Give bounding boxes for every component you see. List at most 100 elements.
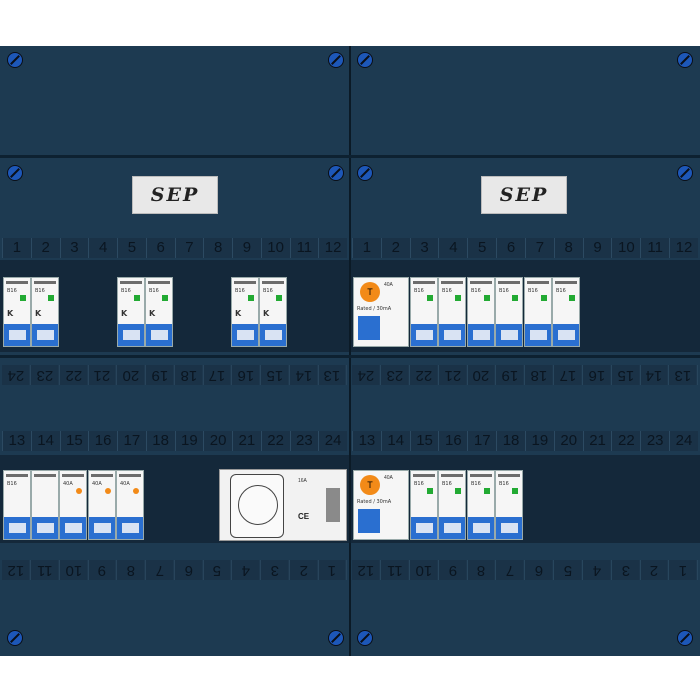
- slot-number: 3: [611, 560, 641, 580]
- slot-number: 17: [117, 431, 146, 451]
- slot-number: 22: [260, 431, 290, 451]
- slot-number: 17: [203, 365, 232, 385]
- circuit-breaker[interactable]: 40A: [116, 470, 144, 540]
- circuit-breaker[interactable]: 40A: [88, 470, 116, 540]
- slot-number-strip: 1 2 3 4 5 6 7 8 9 10 11 12: [352, 560, 698, 580]
- status-led: [484, 488, 490, 494]
- circuit-breaker[interactable]: B16: [410, 470, 438, 540]
- circuit-breaker[interactable]: [31, 470, 59, 540]
- logo-plate: SEP: [481, 176, 567, 214]
- slot-number: 8: [467, 560, 497, 580]
- slot-number: 24: [669, 431, 698, 451]
- status-led: [455, 488, 461, 494]
- circuit-breaker[interactable]: B16: [438, 470, 466, 540]
- slot-number: 15: [260, 365, 290, 385]
- slot-number: 18: [496, 431, 525, 451]
- screw-icon: [677, 630, 693, 646]
- slot-number: 5: [553, 560, 583, 580]
- slot-number: 24: [2, 365, 31, 385]
- slot-number: 18: [145, 431, 175, 451]
- slot-number: 19: [145, 365, 175, 385]
- status-led: [484, 295, 490, 301]
- slot-number: 5: [467, 238, 496, 258]
- circuit-breaker[interactable]: B16 K: [145, 277, 173, 347]
- status-led: [569, 295, 575, 301]
- test-button-icon[interactable]: [105, 488, 111, 494]
- slot-number: 16: [582, 365, 612, 385]
- slot-number: 3: [59, 238, 89, 258]
- divider: [0, 355, 700, 358]
- slot-number: 11: [289, 238, 319, 258]
- slot-number: 8: [553, 238, 583, 258]
- slot-number: 21: [232, 431, 261, 451]
- slot-number: 10: [611, 238, 640, 258]
- slot-number: 13: [2, 431, 31, 451]
- breaker-rating: B16: [414, 288, 424, 294]
- socket-rating: 16A: [298, 478, 307, 484]
- breaker-rating: B16: [235, 288, 245, 294]
- circuit-breaker[interactable]: 40A: [59, 470, 87, 540]
- slot-number: 1: [2, 238, 31, 258]
- divider: [0, 155, 700, 158]
- slot-number: 9: [232, 238, 261, 258]
- screw-icon: [677, 165, 693, 181]
- breaker-rating: B16: [35, 288, 45, 294]
- circuit-breaker[interactable]: B16: [495, 277, 523, 347]
- test-button-icon[interactable]: [76, 488, 82, 494]
- slot-number: 17: [467, 431, 496, 451]
- slot-number: 21: [582, 431, 612, 451]
- slot-number: 4: [88, 238, 117, 258]
- slot-number: 1: [352, 238, 381, 258]
- socket-outlet[interactable]: [230, 474, 284, 538]
- test-button-icon[interactable]: [133, 488, 139, 494]
- slot-number: 6: [525, 560, 554, 580]
- screw-icon: [677, 52, 693, 68]
- slot-number: 16: [438, 431, 467, 451]
- slot-number: 19: [496, 365, 526, 385]
- circuit-breaker[interactable]: B16: [410, 277, 438, 347]
- screw-icon: [357, 165, 373, 181]
- slot-number: 22: [409, 365, 439, 385]
- slot-number: 23: [640, 431, 669, 451]
- slot-number: 10: [409, 560, 439, 580]
- slot-number: 1: [669, 560, 698, 580]
- circuit-breaker[interactable]: B16 K: [117, 277, 145, 347]
- slot-number: 3: [260, 560, 290, 580]
- slot-number: 3: [409, 238, 439, 258]
- rcd-spec: Rated / 30mA: [357, 499, 392, 505]
- breaker-rating: B16: [528, 288, 538, 294]
- logo-icon: SEP: [146, 184, 203, 206]
- status-led: [512, 295, 518, 301]
- circuit-breaker[interactable]: B16 K: [259, 277, 287, 347]
- test-button-icon[interactable]: T: [360, 282, 380, 302]
- circuit-breaker[interactable]: B16 K: [31, 277, 59, 347]
- circuit-breaker[interactable]: B16: [467, 470, 495, 540]
- circuit-breaker[interactable]: B16: [495, 470, 523, 540]
- ce-mark-icon: CE: [298, 512, 310, 521]
- slot-number: 15: [59, 431, 89, 451]
- socket-module[interactable]: 16A CE: [219, 469, 347, 541]
- status-led: [248, 295, 254, 301]
- status-led: [512, 488, 518, 494]
- slot-number: 2: [640, 560, 670, 580]
- circuit-breaker[interactable]: B16: [3, 470, 31, 540]
- circuit-breaker[interactable]: B16: [467, 277, 495, 347]
- circuit-breaker[interactable]: B16: [552, 277, 580, 347]
- residual-current-device[interactable]: T 40A Rated / 30mA: [353, 277, 409, 347]
- circuit-breaker[interactable]: B16 K: [3, 277, 31, 347]
- breaker-rating: B16: [263, 288, 273, 294]
- slot-number: 7: [174, 238, 204, 258]
- circuit-breaker[interactable]: B16: [438, 277, 466, 347]
- slot-number: 21: [438, 365, 468, 385]
- circuit-breaker[interactable]: B16 K: [231, 277, 259, 347]
- slot-number: 6: [145, 238, 175, 258]
- slot-number: 13: [352, 431, 381, 451]
- test-button-icon[interactable]: T: [360, 475, 380, 495]
- screw-icon: [7, 165, 23, 181]
- slot-number: 17: [553, 365, 583, 385]
- circuit-breaker[interactable]: B16: [524, 277, 552, 347]
- residual-current-device[interactable]: T 40A Rated / 30mA: [353, 470, 409, 540]
- slot-number: 4: [232, 560, 261, 580]
- terminal-block: [326, 488, 340, 522]
- slot-number-strip: 1 2 3 4 5 6 7 8 9 10 11 12: [2, 560, 347, 580]
